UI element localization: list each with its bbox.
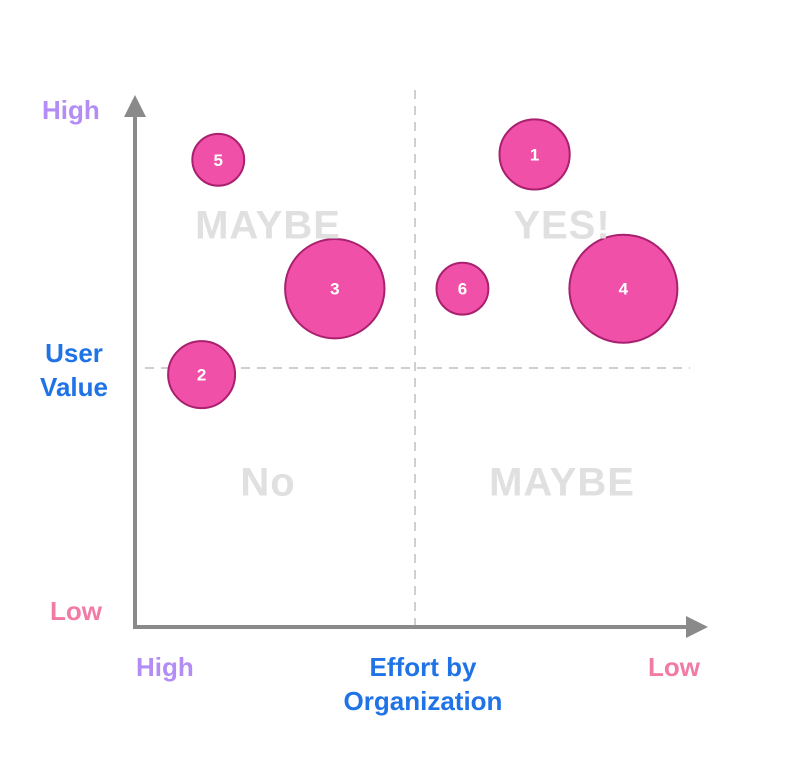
x-axis-low-label: Low <box>648 652 700 682</box>
bubble-label: 5 <box>214 151 223 170</box>
x-axis-arrowhead <box>686 616 708 638</box>
axes <box>124 95 708 638</box>
y-axis-arrowhead <box>124 95 146 117</box>
bubble-circle <box>435 261 490 316</box>
bubble-label: 3 <box>330 280 339 299</box>
bubbles: 1 2 3 4 5 6 <box>167 118 679 410</box>
y-axis-high-label: High <box>42 95 100 125</box>
quadrant-bottom-left-label: No <box>240 460 296 505</box>
quadrant-top-left-label: MAYBE <box>195 203 341 248</box>
y-axis-low-label: Low <box>50 596 102 626</box>
bubble-circle <box>568 233 679 344</box>
bubble-1: 1 <box>498 118 571 191</box>
bubble-circle <box>284 238 386 340</box>
bubble-circle <box>191 132 246 187</box>
bubble-3: 3 <box>284 238 386 340</box>
quadrant-bottom-right-label: MAYBE <box>489 460 635 505</box>
bubble-5: 5 <box>191 132 246 187</box>
quadrant-dividers <box>145 90 690 625</box>
y-axis-title-line1: User <box>45 338 103 368</box>
bubble-6: 6 <box>435 261 490 316</box>
x-axis-title: Effort by Organization <box>313 650 533 718</box>
x-axis-title-line2: Organization <box>343 686 503 716</box>
bubble-label: 1 <box>530 145 539 164</box>
x-axis-high-label: High <box>136 652 194 682</box>
y-axis-title-line2: Value <box>40 372 108 402</box>
bubble-2: 2 <box>167 340 237 410</box>
bubble-label: 6 <box>458 280 467 299</box>
y-axis-title: User Value <box>34 336 114 404</box>
bubble-label: 4 <box>619 280 629 299</box>
bubble-circle <box>167 340 237 410</box>
bubble-label: 2 <box>197 366 206 385</box>
bubble-circle <box>498 118 571 191</box>
x-axis-title-line1: Effort by <box>369 652 477 682</box>
quadrant-top-right-label: YES! <box>513 203 611 248</box>
bubble-4: 4 <box>568 233 679 344</box>
